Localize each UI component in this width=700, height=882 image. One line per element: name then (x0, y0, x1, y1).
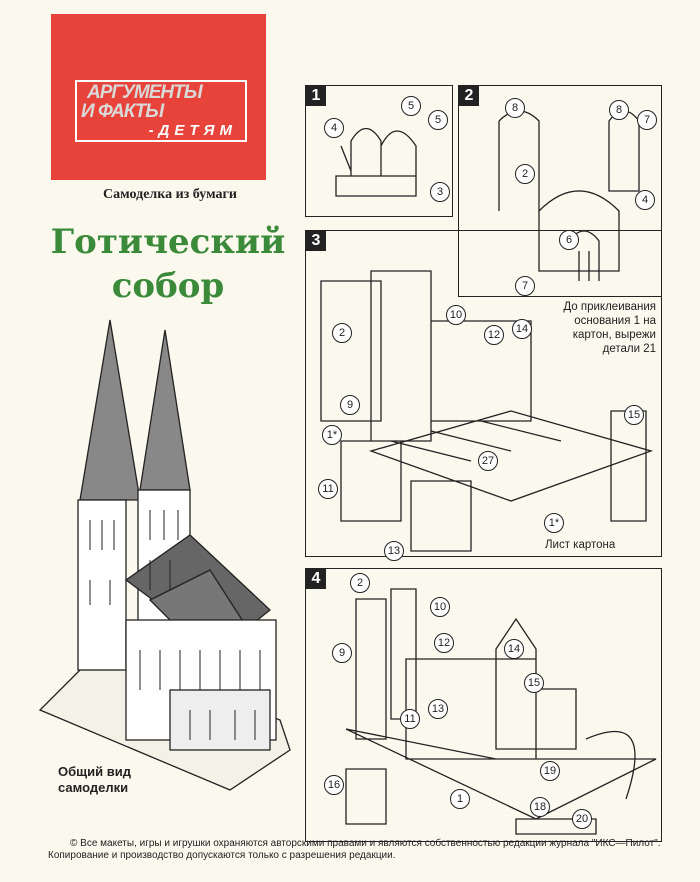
magazine-logo: АРГУМЕНТЫ И ФАКТЫ -ДЕТЯМ (51, 14, 266, 180)
step-number: 2 (459, 86, 479, 106)
part-label: 2 (350, 573, 370, 593)
part-label: 19 (540, 761, 560, 781)
part-label: 16 (324, 775, 344, 795)
part-label: 8 (505, 98, 525, 118)
part-label: 18 (530, 797, 550, 817)
part-label: 10 (446, 305, 466, 325)
step-4-panel: 4 2 10 9 12 14 15 13 11 16 1 19 18 20 (305, 568, 662, 842)
note-cardboard: Лист картона (545, 538, 645, 552)
step-4-drawing (345, 588, 657, 835)
caption: Общий вид самоделки (58, 764, 131, 796)
part-label: 14 (512, 319, 532, 339)
part-label: 12 (484, 325, 504, 345)
part-label: 5 (401, 96, 421, 116)
logo-line-3: -ДЕТЯМ (148, 122, 237, 139)
part-label: 9 (332, 643, 352, 663)
step-number: 1 (306, 86, 326, 106)
part-label: 6 (559, 230, 579, 250)
title-line-2: собор (111, 266, 225, 306)
cathedral-illustration (38, 319, 291, 791)
logo-line-1: АРГУМЕНТЫ (87, 82, 203, 103)
logo-frame: АРГУМЕНТЫ И ФАКТЫ -ДЕТЯМ (75, 80, 247, 142)
part-label: 1* (544, 513, 564, 533)
step-3-panel: 3 2 10 12 14 15 9 1* 27 11 13 1* (305, 230, 662, 561)
part-label: 20 (572, 809, 592, 829)
title-line-1: Готический (50, 222, 286, 262)
part-label: 3 (430, 182, 450, 202)
step-2-panel: 2 8 8 7 2 6 4 7 (458, 85, 662, 297)
part-label: 15 (524, 673, 544, 693)
logo-line-2: И ФАКТЫ (81, 101, 164, 122)
part-label: 11 (318, 479, 338, 499)
footer-line-2: Копирование и производство допускаются т… (48, 850, 396, 861)
step-3-drawing (320, 270, 654, 552)
part-label: 4 (324, 118, 344, 138)
part-label: 5 (428, 110, 448, 130)
part-label: 13 (384, 541, 404, 561)
part-label: 13 (428, 699, 448, 719)
part-label: 9 (340, 395, 360, 415)
part-label: 1* (322, 425, 342, 445)
part-label: 15 (624, 405, 644, 425)
part-label: 1 (450, 789, 470, 809)
part-label: 7 (515, 276, 535, 296)
note-glue-before: До приклеивания основания 1 на картон, в… (538, 300, 656, 356)
step-number: 4 (306, 569, 326, 589)
part-label: 2 (332, 323, 352, 343)
part-label: 27 (478, 451, 498, 471)
subtitle: Самоделка из бумаги (103, 187, 237, 202)
part-label: 8 (609, 100, 629, 120)
footer-line-1: © Все макеты, игры и игрушки охраняются … (70, 838, 661, 849)
step-1-panel: 1 4 5 5 3 (305, 85, 453, 217)
part-label: 7 (637, 110, 657, 130)
step-1-drawing (335, 127, 417, 197)
part-label: 4 (635, 190, 655, 210)
caption-line-1: Общий вид (58, 764, 131, 779)
copyright-footer: © Все макеты, игры и игрушки охраняются … (48, 838, 688, 862)
part-label: 10 (430, 597, 450, 617)
step-number: 3 (306, 231, 326, 251)
part-label: 14 (504, 639, 524, 659)
part-label: 11 (400, 709, 420, 729)
part-label: 12 (434, 633, 454, 653)
caption-line-2: самоделки (58, 780, 129, 795)
part-label: 2 (515, 164, 535, 184)
